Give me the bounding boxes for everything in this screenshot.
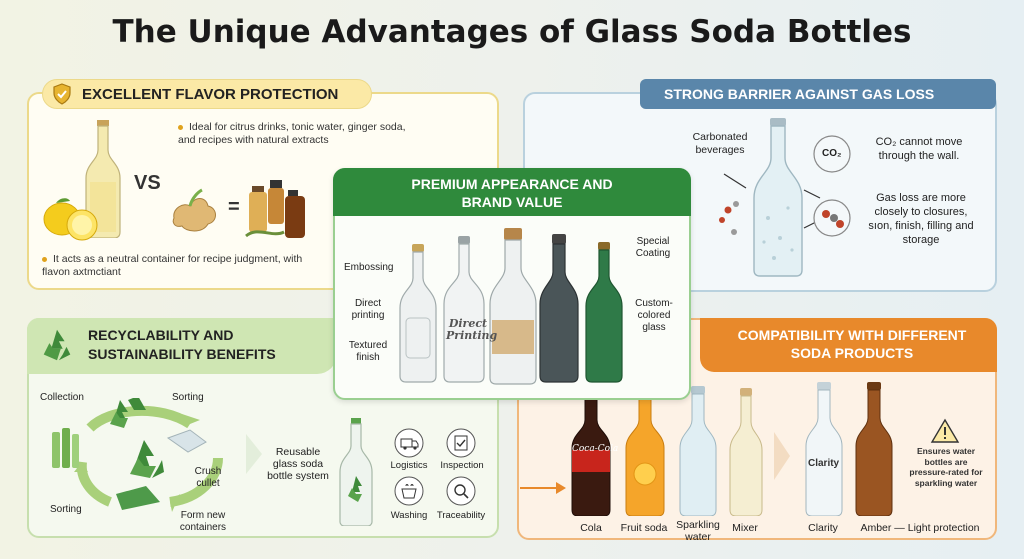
amber-bottle-icon (852, 382, 896, 516)
logistics-label: Logistics (390, 460, 428, 471)
chevron-right-icon (772, 430, 792, 482)
logistics-icon (394, 428, 424, 458)
recycle-header-text: RECYCLABILITY AND SUSTAINABILITY BENEFIT… (88, 327, 276, 362)
carbonated-label: Carbonated beverages (692, 131, 748, 156)
recycle-header: RECYCLABILITY AND SUSTAINABILITY BENEFIT… (88, 326, 328, 364)
flavor-bullet2: It acts as a neutral container for recip… (42, 253, 312, 279)
ginger-icon (168, 188, 220, 236)
lemonade-bottle-icon (82, 120, 124, 238)
cola-bottle-icon (568, 386, 614, 516)
co2-badge: CO₂ (822, 148, 842, 159)
premium-bottles-icon (398, 228, 638, 392)
flavor-bullet1: Ideal for citrus drinks, tonic water, gi… (178, 121, 408, 147)
reusable-bottle-icon (336, 418, 376, 526)
warning-icon (930, 418, 960, 444)
compat-header-bg (700, 318, 997, 372)
co2-text: CO₂ cannot move through the wall. (875, 136, 963, 162)
washing-label: Washing (390, 510, 428, 521)
chevron-right-icon (244, 432, 266, 476)
bottle-print-text: Direct Printing (446, 317, 498, 342)
recycle-header-bg (27, 318, 337, 374)
flavor-header-bg (42, 79, 372, 109)
coca-cola-label: Coca-Cola (572, 444, 619, 454)
sparkling-label: Sparkling water (676, 519, 720, 543)
bullet-dot (178, 124, 183, 130)
flavor-bullet2-text: It acts as a neutral container for recip… (42, 253, 303, 278)
traceability-label: Traceability (436, 510, 486, 521)
collection-label: Collection (40, 392, 84, 403)
custom-label: Custom-colored glass (635, 298, 673, 333)
equals-text: = (228, 196, 240, 218)
traceability-icon (446, 476, 476, 506)
bullet-dot (42, 256, 47, 262)
crush-label: Crush cullet (194, 466, 222, 489)
warning-text: Ensures water bottles are pressure-rated… (909, 446, 983, 488)
inspection-icon (446, 428, 476, 458)
page-title: The Unique Advantages of Glass Soda Bott… (112, 14, 912, 50)
embossing-label: Embossing (344, 262, 394, 273)
mixer-bottle-icon (726, 388, 766, 516)
clarity-label: Clarity (808, 522, 838, 534)
sorting-bottom-label: Sorting (50, 504, 82, 515)
flavor-bullet1-text: Ideal for citrus drinks, tonic water, gi… (178, 121, 406, 146)
co2-molecule-icon (812, 134, 852, 174)
flavor-header: EXCELLENT FLAVOR PROTECTION (82, 86, 339, 103)
special-label: Special Coating (635, 236, 671, 259)
vs-text: VS (134, 172, 161, 194)
gas-header-bg (640, 79, 996, 109)
direct-label: Direct printing (351, 298, 385, 321)
recycle-header-icon (38, 326, 76, 364)
clarity-bottle-icon (802, 382, 846, 516)
mixer-label: Mixer (732, 522, 758, 534)
arrow-left-icon (520, 478, 570, 498)
amber-label: Amber — Light protection (860, 522, 980, 534)
fruit-label: Fruit soda (620, 522, 668, 534)
washing-icon (394, 476, 424, 506)
molecule-arrows-icon (716, 170, 826, 260)
clarity-tag: Clarity (808, 458, 840, 469)
textured-label: Textured finish (348, 340, 388, 363)
shield-icon (52, 83, 72, 105)
molecule-circle-icon (812, 198, 852, 238)
compat-header: COMPATIBILITY WITH DIFFERENT SODA PRODUC… (737, 327, 967, 361)
premium-header-bg (333, 168, 691, 216)
reusable-label: Reusable glass soda bottle system (267, 446, 329, 482)
extract-bottles-icon (244, 176, 312, 242)
loss-text: Gas loss are more closely to closures, s… (868, 192, 974, 246)
gas-header: STRONG BARRIER AGAINST GAS LOSS (664, 86, 935, 102)
recycle-cycle-icon (50, 398, 250, 516)
sorting-top-label: Sorting (172, 392, 204, 403)
clear-bottle-icon (748, 118, 808, 278)
form-label: Form new containers (179, 510, 227, 533)
fruit-bottle-icon (622, 386, 668, 516)
cola-label: Cola (580, 522, 602, 534)
lemon-icon (42, 195, 100, 245)
premium-header: PREMIUM APPEARANCE AND BRAND VALUE (411, 176, 613, 210)
inspection-label: Inspection (440, 460, 484, 471)
sparkling-bottle-icon (676, 386, 720, 516)
